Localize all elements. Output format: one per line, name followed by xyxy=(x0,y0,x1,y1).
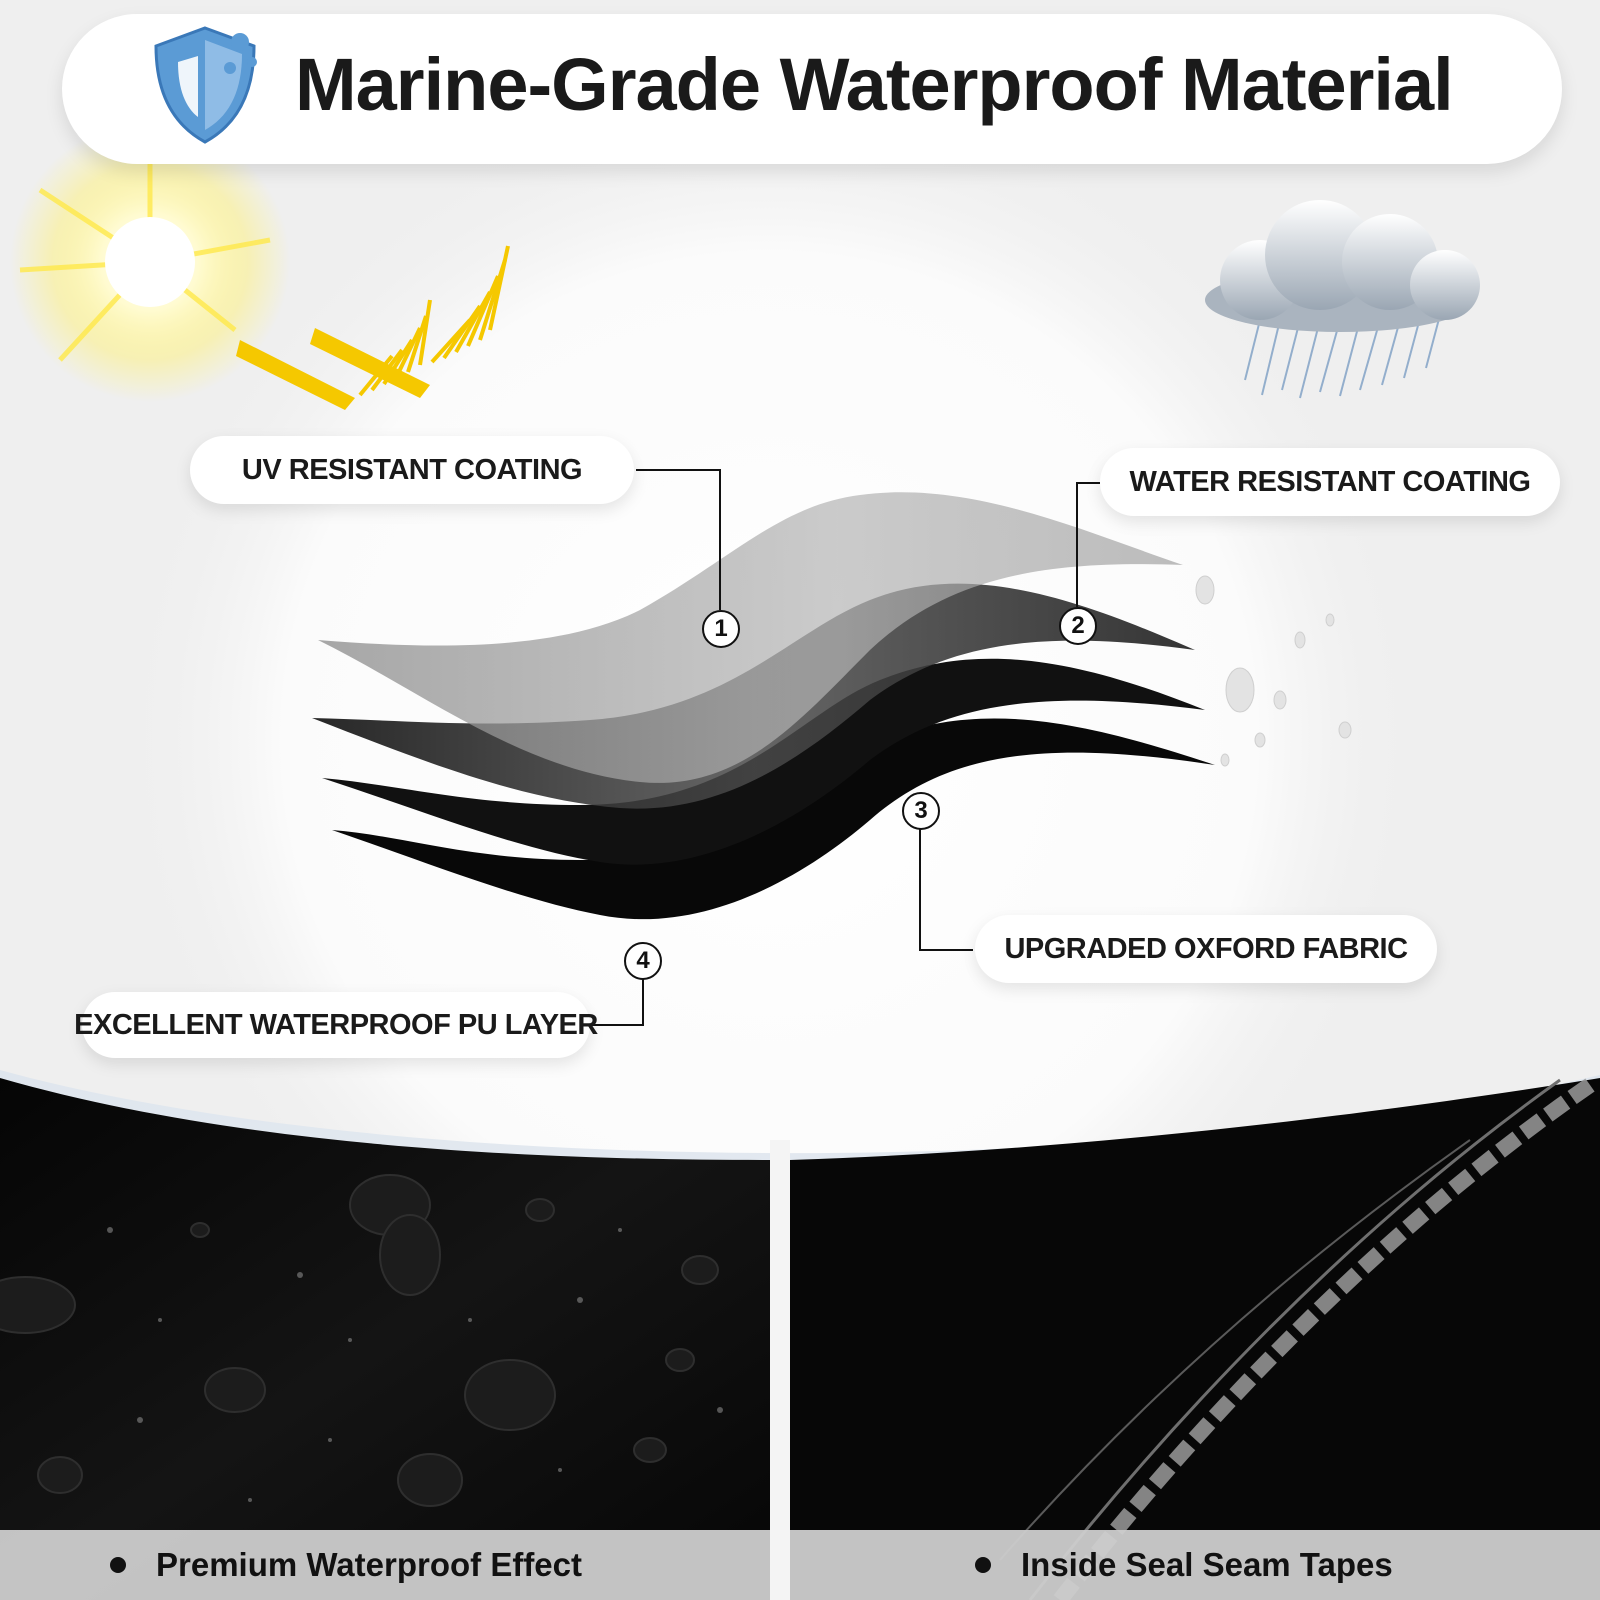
layer-2-label: WATER RESISTANT COATING xyxy=(1100,448,1560,516)
caption-left: Premium Waterproof Effect xyxy=(0,1530,770,1600)
sun-icon xyxy=(10,122,290,402)
layer-3-label: UPGRADED OXFORD FABRIC xyxy=(975,915,1437,983)
layer-3-number: 3 xyxy=(902,792,940,830)
layer-4-label: EXCELLENT WATERPROOF PU LAYER xyxy=(74,992,598,1058)
title-banner xyxy=(62,14,1562,164)
seam-tape-photo xyxy=(790,1078,1600,1600)
caption-right: Inside Seal Seam Tapes xyxy=(790,1530,1600,1600)
uv-rays-icon xyxy=(236,245,510,410)
caption-left-text: Premium Waterproof Effect xyxy=(156,1546,583,1583)
waterproof-fabric-photo xyxy=(0,1078,770,1600)
caption-right-text: Inside Seal Seam Tapes xyxy=(1021,1546,1393,1583)
bullet-icon xyxy=(110,1557,126,1573)
rain-cloud-icon xyxy=(1205,200,1480,399)
layer-1-label: UV RESISTANT COATING xyxy=(190,436,634,504)
layer-4-number: 4 xyxy=(624,942,662,980)
bullet-icon xyxy=(975,1557,991,1573)
layer-2-number: 2 xyxy=(1059,607,1097,645)
fabric-layers-illustration xyxy=(312,492,1215,920)
page-title: Marine-Grade Waterproof Material xyxy=(295,43,1454,126)
shield-water-drop-icon xyxy=(154,26,257,144)
layer-1-number: 1 xyxy=(702,610,740,648)
